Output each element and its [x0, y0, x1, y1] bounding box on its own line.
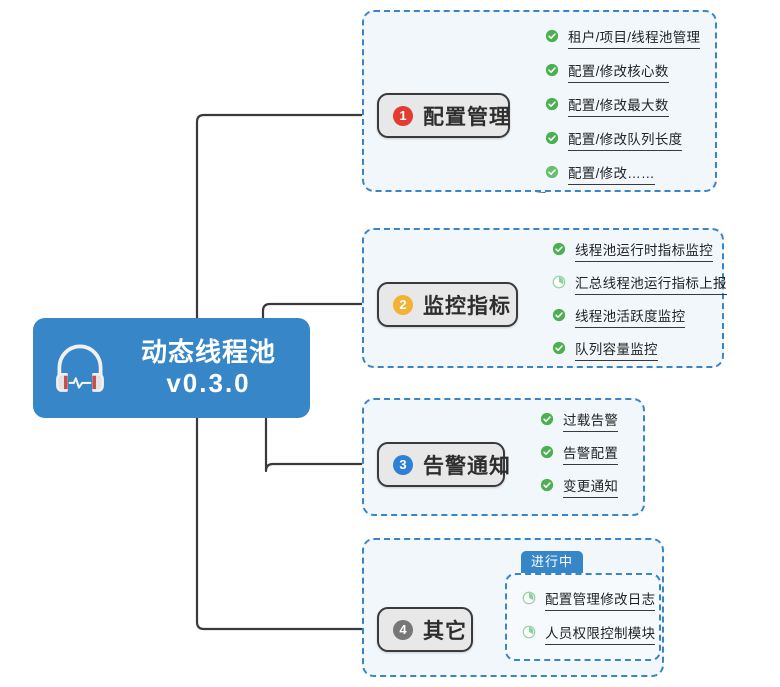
check-circle-icon [540, 412, 554, 426]
leaf-item[interactable]: 变更通知 [540, 475, 619, 498]
leaf-label: 配置管理修改日志 [545, 592, 656, 607]
check-circle-icon [540, 478, 554, 492]
check-circle-icon [552, 308, 566, 322]
leaf-label: 汇总线程池运行指标上报 [575, 276, 727, 291]
clock-pie-icon [522, 591, 536, 605]
branch-badge-4: 4 [393, 619, 413, 640]
branch-badge-1: 1 [393, 105, 413, 126]
leaf-item[interactable]: 配置/修改最大数 [545, 94, 669, 117]
leaf-underline [568, 48, 701, 49]
root-label-group: 动态线程池 v0.3.0 [113, 337, 304, 398]
leaf-label: 配置/修改…… [568, 166, 655, 181]
branch-label-4: 其它 [423, 619, 467, 643]
branch-node-4[interactable]: 4 其它 [377, 607, 473, 652]
leaf-item[interactable]: 配置/修改队列长度 [545, 128, 683, 151]
branch-node-1[interactable]: 1 配置管理 [377, 93, 510, 138]
leaf-label: 配置/修改核心数 [568, 64, 669, 79]
check-circle-icon [545, 131, 559, 145]
clock-pie-icon [552, 275, 566, 289]
leaf-item[interactable]: 线程池活跃度监控 [552, 305, 686, 328]
leaf-underline [568, 82, 669, 83]
leaf-item[interactable]: 配置/修改核心数 [545, 60, 669, 83]
leaf-label: 租户/项目/线程池管理 [568, 30, 701, 45]
branch-label-3: 告警通知 [423, 454, 511, 478]
leaf-underline [575, 327, 686, 328]
in-progress-box [505, 573, 661, 661]
leaf-item[interactable]: 配置/修改…… [545, 162, 655, 185]
leaf-underline [568, 184, 655, 185]
leaf-underline [563, 431, 619, 432]
leaf-item[interactable]: 告警配置 [540, 442, 619, 465]
leaf-label: 配置/修改队列长度 [568, 132, 683, 147]
leaf-label: 人员权限控制模块 [545, 626, 656, 641]
wire-branch-3 [264, 416, 374, 473]
leaf-item[interactable]: 汇总线程池运行指标上报 [552, 272, 727, 295]
leaf-underline [575, 261, 713, 262]
root-version: v0.3.0 [166, 368, 251, 398]
check-circle-icon [545, 165, 559, 179]
wire-branch-4 [195, 416, 374, 631]
leaf-item[interactable]: 人员权限控制模块 [522, 622, 656, 645]
leaf-item[interactable]: 过载告警 [540, 409, 619, 432]
headphones-waveform-icon [56, 344, 104, 392]
branch-badge-2: 2 [393, 294, 413, 315]
check-circle-icon [552, 242, 566, 256]
branch-label-1: 配置管理 [423, 105, 511, 129]
leaf-underline [568, 116, 669, 117]
leaf-label: 变更通知 [563, 479, 619, 494]
leaf-underline [545, 610, 656, 611]
leaf-underline [575, 294, 727, 295]
leaf-underline [575, 360, 658, 361]
root-title: 动态线程池 [140, 337, 276, 368]
leaf-item[interactable]: 线程池运行时指标监控 [552, 239, 713, 262]
leaf-underline [563, 464, 619, 465]
check-circle-icon [540, 445, 554, 459]
leaf-item[interactable]: 租户/项目/线程池管理 [545, 26, 701, 49]
check-circle-icon [545, 63, 559, 77]
leaf-item[interactable]: 配置管理修改日志 [522, 588, 656, 611]
leaf-label: 线程池活跃度监控 [575, 309, 686, 324]
status-badge-in-progress: 进行中 [521, 551, 584, 573]
leaf-underline [563, 497, 619, 498]
root-node[interactable]: 动态线程池 v0.3.0 [33, 318, 310, 418]
branch-node-3[interactable]: 3 告警通知 [377, 442, 510, 487]
clock-pie-icon [522, 625, 536, 639]
leaf-underline [568, 150, 683, 151]
branch-label-2: 监控指标 [423, 294, 511, 318]
check-circle-icon [552, 341, 566, 355]
branch-badge-3: 3 [393, 454, 413, 475]
leaf-label: 告警配置 [563, 446, 619, 461]
leaf-underline [545, 644, 656, 645]
leaf-item[interactable]: 队列容量监控 [552, 338, 658, 361]
leaf-label: 线程池运行时指标监控 [575, 243, 713, 258]
check-circle-icon [545, 29, 559, 43]
leaf-label: 队列容量监控 [575, 342, 658, 357]
check-circle-icon [545, 97, 559, 111]
leaf-label: 配置/修改最大数 [568, 98, 669, 113]
branch-node-2[interactable]: 2 监控指标 [377, 282, 518, 327]
leaf-label: 过载告警 [563, 413, 619, 428]
